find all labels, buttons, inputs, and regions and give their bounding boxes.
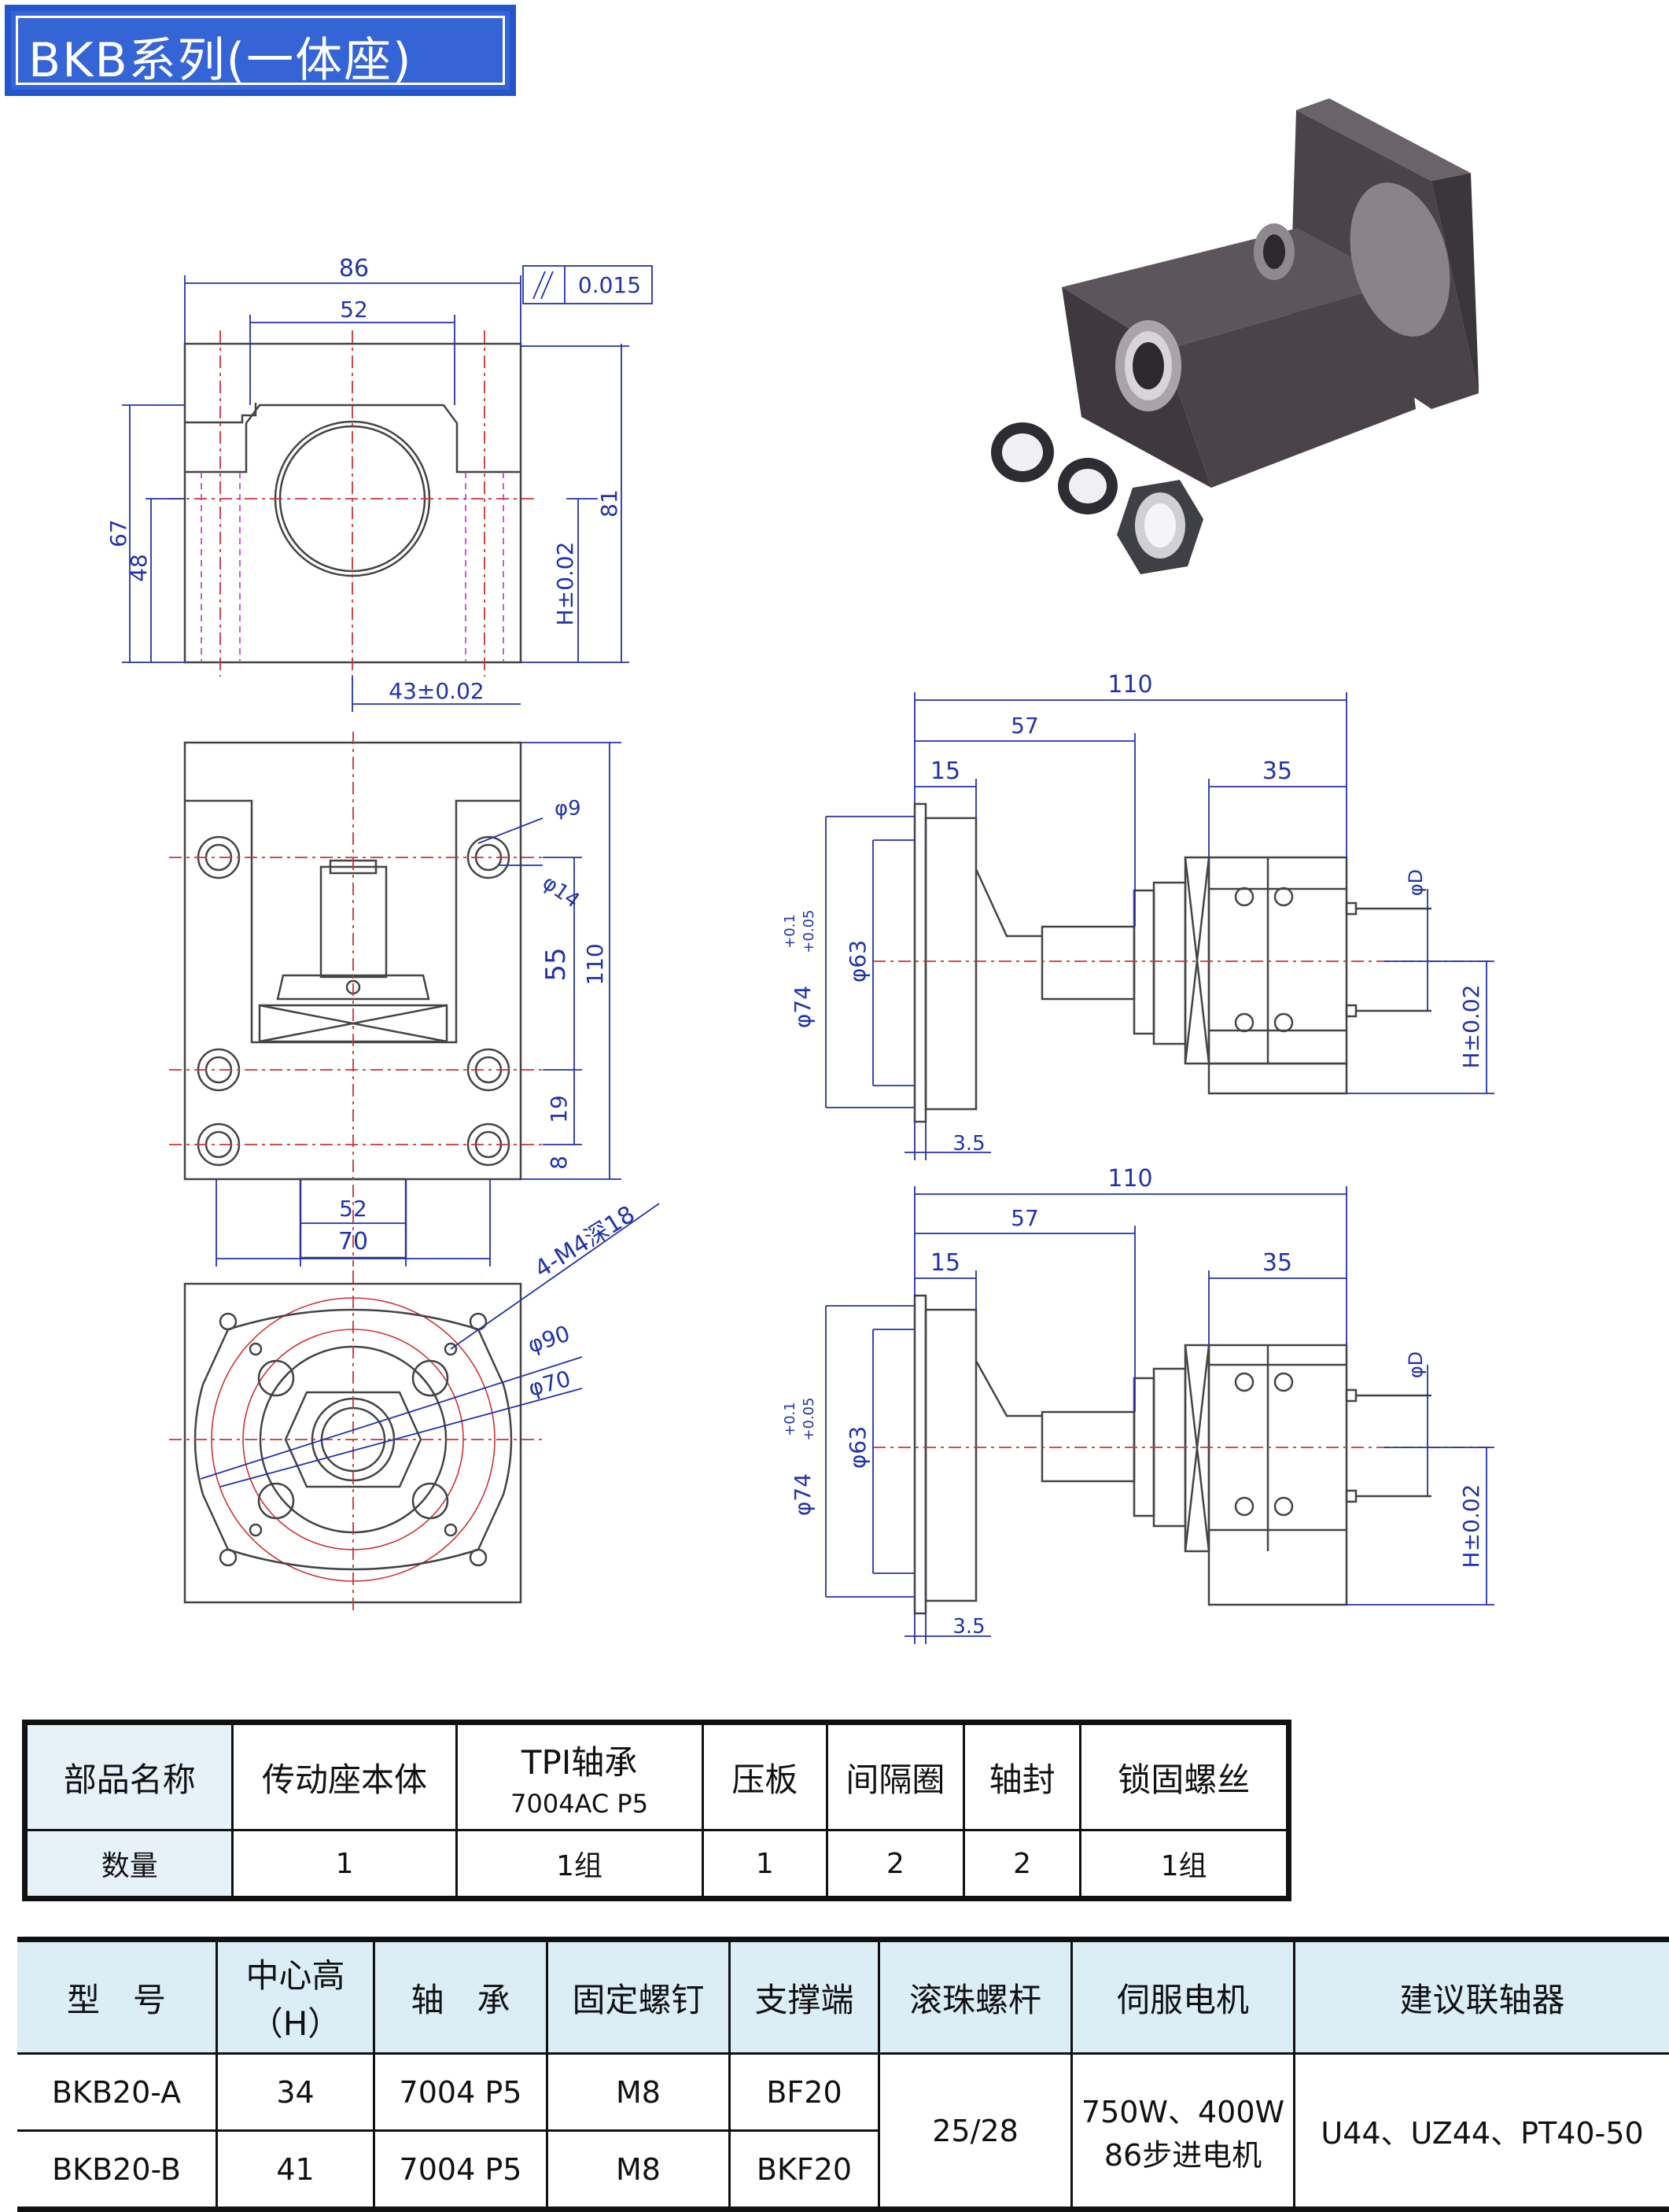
row-screw: M8 <box>547 2054 730 2131</box>
dim-67: 67 <box>105 519 131 547</box>
dia-d-side1: φD <box>1405 869 1427 896</box>
row-support: BKF20 <box>730 2131 879 2210</box>
dim-55: 55 <box>540 947 572 981</box>
header-coupling: 建议联轴器 <box>1295 1940 1669 2054</box>
row-model: BKB20-A <box>17 2054 217 2131</box>
ball-screw-value: 25/28 <box>879 2054 1072 2210</box>
part-name: 间隔圈 <box>827 1723 964 1830</box>
header-support: 支撑端 <box>730 1940 879 2054</box>
part-qty: 1 <box>233 1830 456 1899</box>
row-height: 41 <box>217 2131 374 2210</box>
dim-15-side2: 15 <box>930 1249 960 1277</box>
header-screw: 固定螺钉 <box>547 1940 730 2054</box>
dia-d-side2: φD <box>1405 1351 1427 1378</box>
tol-lower-side2: +0.05 <box>801 1397 817 1440</box>
dia-90: φ90 <box>525 1321 573 1359</box>
dia-74-side1: φ74 <box>790 986 816 1028</box>
flange-view: 4-M4深18 φ90 φ70 <box>169 1200 659 1613</box>
header-center-height: 中心高（H） <box>217 1940 374 2054</box>
dim-81: 81 <box>596 489 622 518</box>
dim-h-side1: H±0.02 <box>1458 985 1484 1069</box>
header-servo: 伺服电机 <box>1072 1940 1295 2054</box>
dim-86: 86 <box>339 255 369 282</box>
dim-52-front: 52 <box>339 1196 367 1222</box>
tol-lower-side1: +0.05 <box>801 909 817 953</box>
dim-110-front: 110 <box>582 943 608 985</box>
dim-110-side2: 110 <box>1107 1165 1152 1193</box>
dim-3-5-side1: 3.5 <box>952 1132 985 1156</box>
side-view-2: 110 57 15 35 φD φ74 +0.1 +0.05 φ63 H±0.0… <box>782 1165 1494 1644</box>
dim-35-side1: 35 <box>1262 758 1292 785</box>
row-height: 34 <box>217 2054 374 2131</box>
dim-3-5-side2: 3.5 <box>952 1615 985 1639</box>
dim-15-side1: 15 <box>930 758 960 785</box>
dia-63-side1: φ63 <box>845 940 871 982</box>
dim-70-front: 70 <box>338 1228 368 1255</box>
front-view: φ9 φ14 55 110 19 8 52 70 <box>169 732 621 1266</box>
dim-110-side1: 110 <box>1107 671 1152 699</box>
top-view: 86 52 0.015 67 48 81 H±0.02 43±0.02 <box>105 255 652 712</box>
part-qty: 1 <box>702 1830 827 1899</box>
part-qty: 1组 <box>1081 1830 1289 1899</box>
coupling-value: U44、UZ44、PT40-50 <box>1295 2054 1669 2210</box>
dia-9: φ9 <box>554 797 581 820</box>
dia-14: φ14 <box>538 871 584 912</box>
part-name: 锁固螺丝 <box>1081 1723 1289 1830</box>
dim-19: 19 <box>546 1095 572 1123</box>
dia-70: φ70 <box>525 1366 573 1402</box>
flatness-tolerance: 0.015 <box>578 272 641 298</box>
dim-h-top: H±0.02 <box>552 542 578 626</box>
dim-52-top: 52 <box>340 297 368 323</box>
part-name: 压板 <box>702 1723 827 1830</box>
dia-74-side2: φ74 <box>790 1473 816 1516</box>
dim-57-side1: 57 <box>1011 713 1039 739</box>
side-view-1: 110 57 15 35 φD φ74 +0.1 +0.05 φ63 H±0.0… <box>782 671 1494 1160</box>
technical-drawing: 86 52 0.015 67 48 81 H±0.02 43±0.02 <box>0 0 1669 1707</box>
product-render <box>991 98 1479 574</box>
row-bearing: 7004 P5 <box>374 2131 547 2210</box>
row-model: BKB20-B <box>17 2131 217 2210</box>
part-qty: 2 <box>827 1830 964 1899</box>
header-bearing: 轴 承 <box>374 1940 547 2054</box>
tol-upper-side1: +0.1 <box>782 914 798 949</box>
part-qty: 1组 <box>456 1830 702 1899</box>
row-support: BF20 <box>730 2054 879 2131</box>
spec-table: 型 号 中心高（H） 轴 承 固定螺钉 支撑端 滚珠螺杆 伺服电机 建议联轴器 … <box>17 1937 1669 2212</box>
screw-note: 4-M4深18 <box>530 1200 640 1283</box>
dim-35-side2: 35 <box>1262 1249 1292 1277</box>
row-screw: M8 <box>547 2131 730 2210</box>
dim-8: 8 <box>546 1156 572 1170</box>
dim-h-side2: H±0.02 <box>1458 1484 1484 1569</box>
dia-63-side2: φ63 <box>845 1426 871 1469</box>
tol-upper-side2: +0.1 <box>782 1402 798 1436</box>
dim-48: 48 <box>126 554 152 582</box>
header-ball-screw: 滚珠螺杆 <box>879 1940 1072 2054</box>
dim-57-side2: 57 <box>1011 1205 1039 1231</box>
dim-43: 43±0.02 <box>389 678 484 704</box>
header-model: 型 号 <box>17 1940 217 2054</box>
part-qty: 2 <box>963 1830 1081 1899</box>
part-name: 传动座本体 <box>233 1723 456 1830</box>
row-bearing: 7004 P5 <box>374 2054 547 2131</box>
part-name: 轴封 <box>963 1723 1081 1830</box>
parts-row-qty: 数量 <box>25 1830 233 1899</box>
parts-row-header: 部品名称 <box>25 1723 233 1830</box>
